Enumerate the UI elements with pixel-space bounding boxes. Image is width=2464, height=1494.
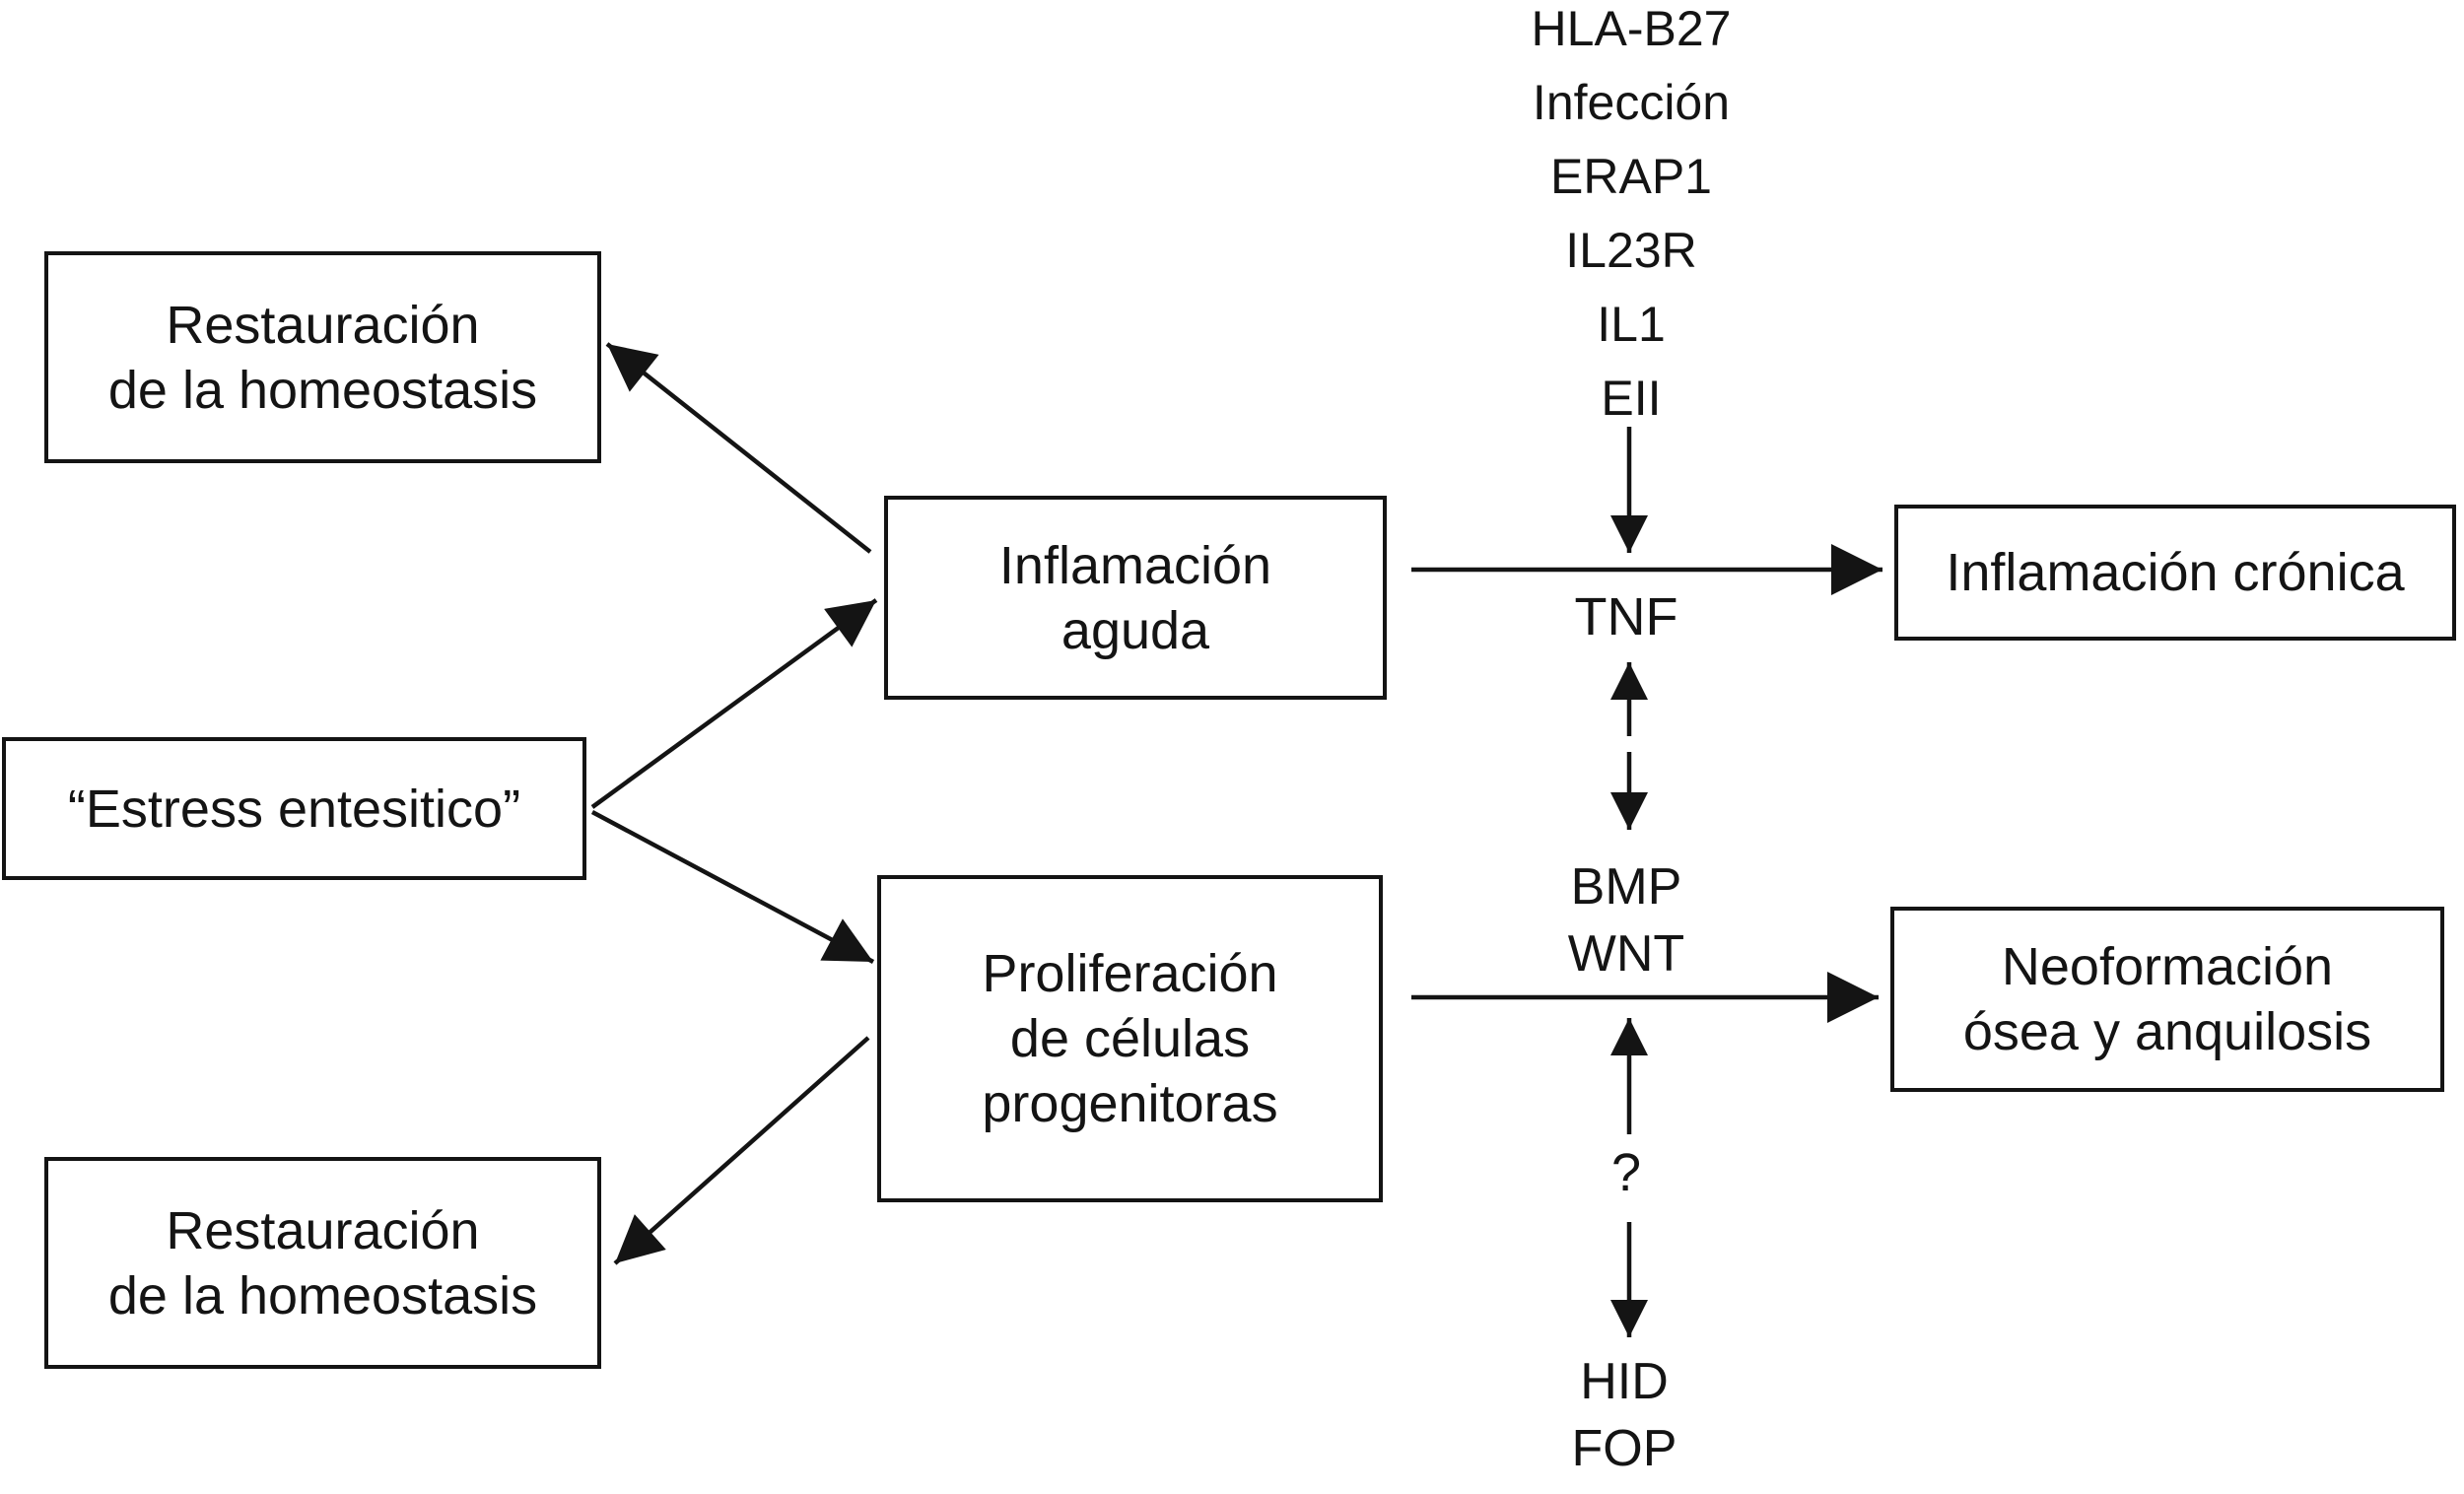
box-neoformacion: Neoformación ósea y anquilosis — [1890, 907, 2444, 1092]
box-restauracion-top: Restauración de la homeostasis — [44, 251, 601, 463]
box-inflamacion-aguda-label: Inflamación aguda — [998, 535, 1272, 660]
box-estress-entesitico-label: “Estress entesitico” — [67, 779, 521, 839]
factor-item-eii: EII — [1601, 371, 1662, 426]
tnf-label: TNF — [1574, 587, 1678, 646]
question-mark-label: ? — [1610, 1143, 1642, 1202]
factor-item-hla-b27: HLA-B27 — [1531, 1, 1732, 56]
box-restauracion-bottom-label: Restauración de la homeostasis — [107, 1200, 538, 1325]
box-proliferacion: Proliferación de células progenitoras — [877, 875, 1383, 1202]
arrow-estress-to-proliferacion — [590, 810, 875, 964]
box-proliferacion-label: Proliferación de células progenitoras — [982, 944, 1278, 1133]
box-inflamacion-cronica: Inflamación crónica — [1894, 505, 2456, 641]
factor-item-il23r: IL23R — [1565, 223, 1697, 278]
factor-item-erap1: ERAP1 — [1550, 149, 1712, 204]
bmp-wnt-label: BMP WNT — [1567, 858, 1685, 983]
arrow-proliferacion-to-restauracion-bottom — [613, 1036, 870, 1265]
box-neoformacion-label: Neoformación ósea y anquilosis — [1962, 937, 2372, 1061]
box-estress-entesitico: “Estress entesitico” — [2, 737, 586, 880]
hid-fop-label: HID FOP — [1571, 1353, 1677, 1477]
arrow-aguda-to-restauracion-top — [605, 342, 872, 554]
box-restauracion-bottom: Restauración de la homeostasis — [44, 1157, 601, 1369]
box-inflamacion-cronica-label: Inflamación crónica — [1946, 543, 2405, 602]
genetic-factors-list: HLA-B27 Infección ERAP1 IL23R IL1 EII — [1532, 0, 1732, 436]
box-inflamacion-aguda: Inflamación aguda — [884, 496, 1387, 700]
factor-item-infeccion: Infección — [1532, 75, 1731, 130]
factor-item-il1: IL1 — [1597, 297, 1666, 352]
box-restauracion-top-label: Restauración de la homeostasis — [107, 295, 538, 420]
arrow-estress-to-aguda — [590, 598, 878, 809]
